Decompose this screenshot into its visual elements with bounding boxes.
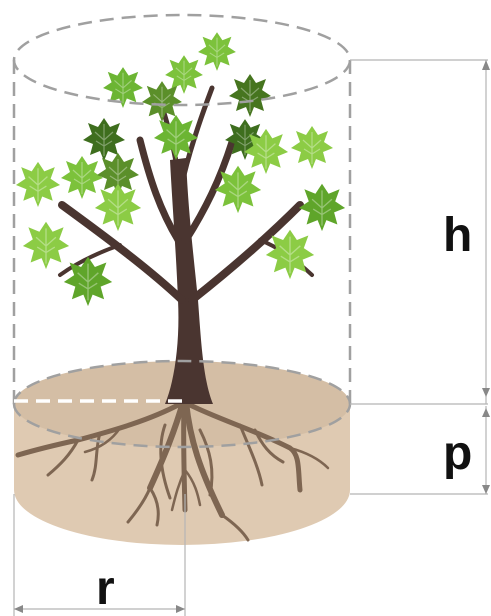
height-label: h — [443, 212, 472, 260]
radius-label: r — [96, 565, 115, 613]
depth-label: p — [443, 430, 472, 478]
